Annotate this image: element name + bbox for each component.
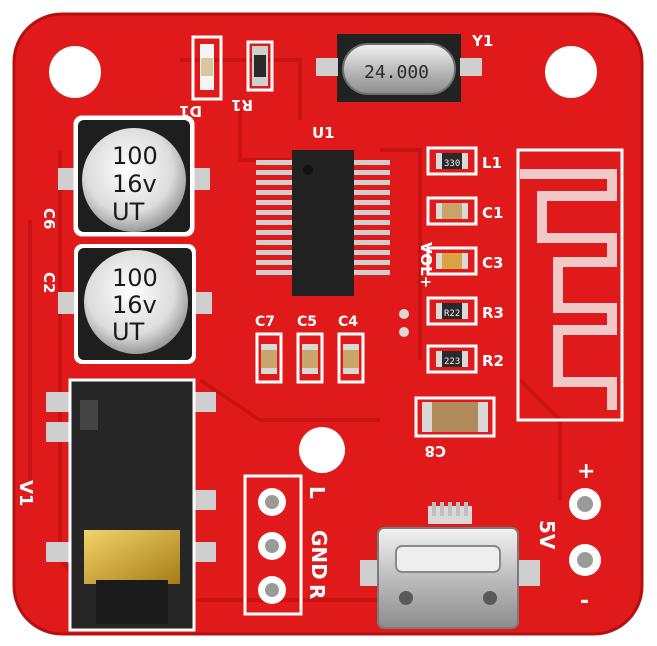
power-5v-label: 5V bbox=[535, 520, 559, 550]
resistor-r3-label: R3 bbox=[482, 304, 504, 322]
resistor-r1-label: R1 bbox=[231, 96, 253, 114]
crystal-y1 bbox=[316, 34, 482, 102]
ic-u1-pins-left bbox=[256, 160, 296, 275]
smd-cap-c3 bbox=[426, 246, 478, 276]
capacitor-c6-label: C6 bbox=[40, 208, 58, 229]
smd-cap-c1 bbox=[426, 196, 478, 226]
capacitor-c6-line2: 16v bbox=[112, 170, 157, 198]
smd-cap-c8 bbox=[414, 396, 496, 438]
smd-cap-c4-label: C4 bbox=[338, 314, 358, 330]
smd-cap-c1-label: C1 bbox=[482, 204, 503, 222]
mounting-hole-center bbox=[299, 427, 345, 473]
crystal-y1-label: Y1 bbox=[471, 32, 493, 50]
capacitor-c2-label: C2 bbox=[40, 272, 58, 293]
audio-jack-v1 bbox=[46, 378, 216, 632]
smd-cap-c5 bbox=[296, 332, 324, 384]
vol-pad-1 bbox=[399, 309, 409, 319]
inductor-l1-marking: 330 bbox=[444, 159, 460, 169]
smd-cap-c7 bbox=[255, 332, 283, 384]
capacitor-c6-line1: 100 bbox=[112, 142, 158, 170]
smd-cap-c8-label: C8 bbox=[425, 442, 446, 460]
ic-u1 bbox=[256, 150, 390, 296]
ic-u1-body bbox=[292, 150, 354, 296]
audio-header bbox=[243, 474, 303, 616]
audio-header-label-r: R bbox=[305, 584, 329, 599]
inductor-l1-label: L1 bbox=[482, 154, 502, 172]
resistor-r1 bbox=[246, 40, 274, 92]
ic-u1-pin1-dot bbox=[303, 165, 313, 175]
capacitor-c2 bbox=[58, 244, 212, 364]
capacitor-c2-line1: 100 bbox=[112, 264, 158, 292]
pcb-antenna bbox=[516, 148, 624, 422]
resistor-r2-marking: 223 bbox=[444, 357, 460, 367]
resistor-r2-label: R2 bbox=[482, 352, 504, 370]
capacitor-c2-line3: UT bbox=[112, 318, 145, 346]
capacitor-c2-line2: 16v bbox=[112, 291, 157, 319]
inductor-l1 bbox=[426, 146, 478, 176]
led-d1 bbox=[191, 35, 223, 101]
audio-header-label-gnd: GND bbox=[307, 530, 331, 580]
smd-cap-c4 bbox=[337, 332, 365, 384]
ic-u1-pins-right bbox=[350, 160, 390, 275]
capacitor-c6-line3: UT bbox=[112, 198, 145, 226]
smd-cap-c3-label: C3 bbox=[482, 254, 503, 272]
micro-usb-port bbox=[360, 502, 540, 629]
resistor-r3-marking: R22 bbox=[444, 309, 460, 319]
audio-jack-label: V1 bbox=[15, 480, 36, 506]
vol-plus-label: VOL+ bbox=[417, 242, 435, 288]
vol-pad-2 bbox=[399, 327, 409, 337]
capacitor-c6 bbox=[58, 115, 210, 237]
mounting-hole-top-left bbox=[49, 46, 101, 98]
power-minus-label: - bbox=[580, 589, 589, 614]
crystal-marking: 24.000 bbox=[364, 62, 429, 83]
resistor-r3 bbox=[426, 296, 478, 326]
smd-cap-c7-label: C7 bbox=[255, 314, 275, 330]
audio-header-label-l: L bbox=[305, 486, 329, 499]
resistor-r2 bbox=[426, 344, 478, 374]
pcb-board-sheen bbox=[12, 12, 644, 636]
smd-cap-c5-label: C5 bbox=[297, 314, 317, 330]
mounting-hole-top-right bbox=[545, 46, 597, 98]
ic-u1-label: U1 bbox=[312, 124, 335, 142]
power-plus-label: + bbox=[577, 459, 595, 484]
